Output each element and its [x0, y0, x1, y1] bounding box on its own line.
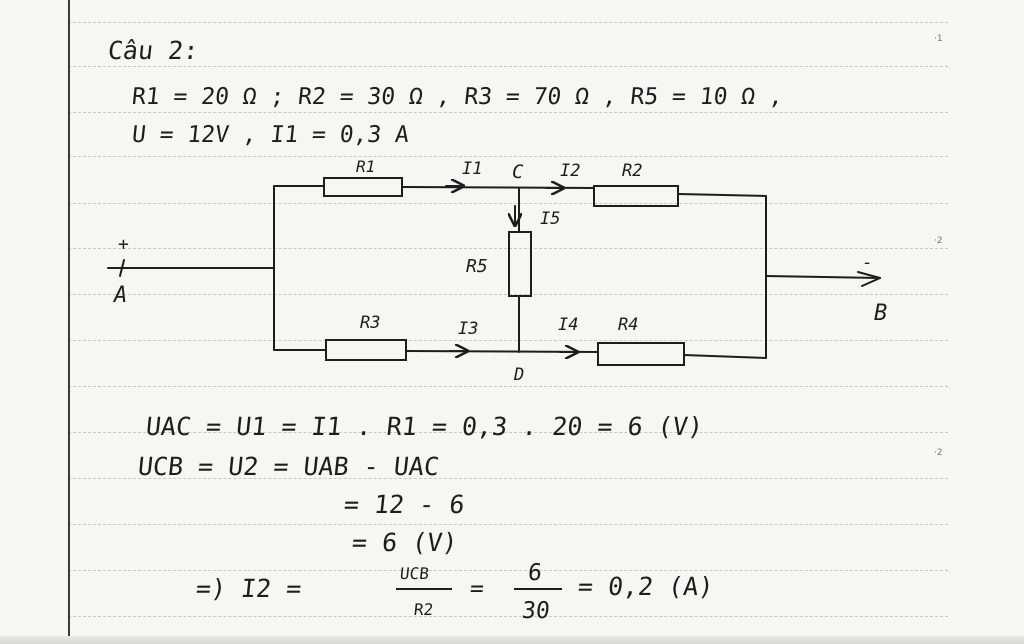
label-i3: I3	[458, 319, 478, 339]
label-r5: R5	[466, 256, 488, 277]
terminal-b: B	[874, 301, 887, 326]
wire-top	[677, 193, 767, 197]
rule-line	[68, 203, 948, 204]
solution-line-3: = 12 - 6	[342, 490, 466, 519]
fraction-1-bar	[396, 588, 452, 590]
rule-line	[68, 156, 948, 157]
resistor-r1	[323, 177, 403, 197]
solution-line-1: UAC = U1 = I1 . R1 = 0,3 . 20 = 6 (V)	[144, 412, 705, 441]
label-i2: I2	[560, 161, 580, 181]
rule-line	[68, 340, 948, 341]
rule-line	[68, 386, 948, 387]
margin-number: ·2	[934, 236, 943, 246]
rule-line	[68, 66, 948, 67]
label-r4: R4	[618, 315, 638, 335]
fraction-2-denominator: 30	[520, 598, 552, 624]
label-i5: I5	[540, 209, 560, 229]
label-r1: R1	[356, 157, 375, 176]
solution-line-4: = 6 (V)	[350, 528, 459, 557]
sign-plus: +	[118, 234, 129, 255]
fraction-2-numerator: 6	[526, 560, 544, 586]
terminal-a: A	[112, 283, 127, 308]
resistor-r3	[325, 339, 407, 361]
resistor-r4	[597, 342, 685, 366]
label-i1: I1	[462, 159, 482, 179]
wire-bottom	[683, 354, 767, 359]
rule-line	[68, 432, 948, 433]
node-d: D	[513, 365, 524, 385]
label-r2: R2	[622, 161, 642, 181]
fraction-equals: =	[468, 576, 486, 602]
margin-line	[68, 0, 70, 644]
rule-line	[68, 616, 948, 617]
wire-top	[401, 186, 595, 189]
solution-line-5-result: = 0,2 (A)	[576, 572, 715, 601]
label-i4: I4	[558, 315, 578, 335]
rule-line	[68, 478, 948, 479]
node-c: C	[512, 161, 524, 183]
page-bottom-edge	[0, 636, 1024, 644]
fraction-2-bar	[514, 588, 562, 590]
margin-number: ·1	[934, 34, 943, 44]
sign-minus: -	[862, 252, 873, 273]
rule-line	[68, 570, 948, 571]
rule-line	[68, 112, 948, 113]
terminal-b-arrow	[857, 271, 881, 279]
resistor-r5	[508, 231, 532, 297]
fraction-1-numerator: UCB	[399, 564, 430, 583]
solution-line-5-prefix: =) I2 =	[194, 574, 303, 603]
fraction-1-denominator: R2	[413, 600, 435, 619]
resistor-r2	[593, 185, 679, 207]
wire-b	[765, 275, 881, 279]
rule-line	[68, 22, 948, 23]
terminal-a-tick	[119, 259, 125, 277]
rule-line	[68, 524, 948, 525]
terminal-b-arrow	[861, 277, 881, 287]
label-r3: R3	[360, 313, 380, 333]
solution-line-2: UCB = U2 = UAB - UAC	[136, 452, 441, 481]
margin-number: ·2	[934, 448, 943, 458]
